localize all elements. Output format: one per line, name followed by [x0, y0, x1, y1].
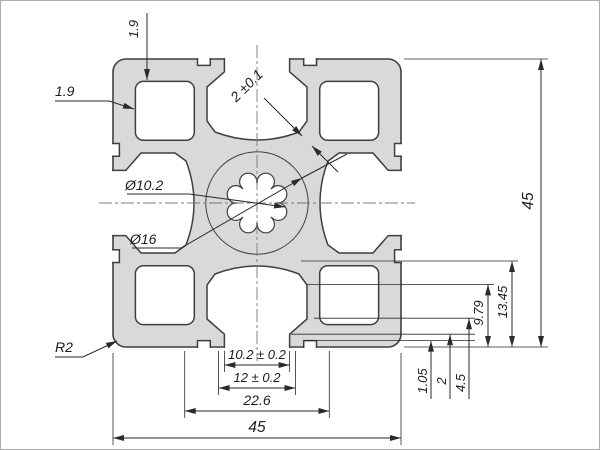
dim-corner-radius-label: R2	[55, 339, 73, 355]
leader-core-circle-tail	[301, 153, 348, 179]
leader-wall-left	[55, 100, 135, 110]
dim-step2-label: 2	[434, 377, 449, 386]
leader-lines	[55, 13, 348, 358]
leader-lip-a	[263, 97, 303, 137]
dim-step1-label: 1.05	[415, 368, 430, 394]
dim-step3-label: 4.5	[453, 373, 468, 392]
dim-slot-inner-label: 12 ± 0.2	[234, 370, 282, 385]
dim-depth1-label: 9.79	[471, 300, 486, 325]
leader-corner-radius	[55, 340, 118, 358]
dim-slot-opening-label: 10.2 ± 0.2	[228, 347, 287, 362]
dim-core-circle-label: Ø16	[129, 231, 157, 247]
leader-center-bore	[127, 193, 286, 209]
dimension-lines	[113, 59, 544, 441]
dim-width-label: 45	[248, 419, 266, 436]
dim-slot-span-label: 22.6	[242, 392, 270, 408]
leader-core-circle	[132, 177, 303, 249]
dim-depth2-label: 13.45	[495, 285, 510, 318]
dim-wall-left-label: 1.9	[55, 83, 75, 99]
dim-center-bore-label: Ø10.2	[124, 177, 163, 193]
dim-height-label: 45	[520, 192, 537, 210]
leader-lip-b	[311, 145, 339, 173]
dim-wall-top-label: 1.9	[126, 20, 141, 38]
